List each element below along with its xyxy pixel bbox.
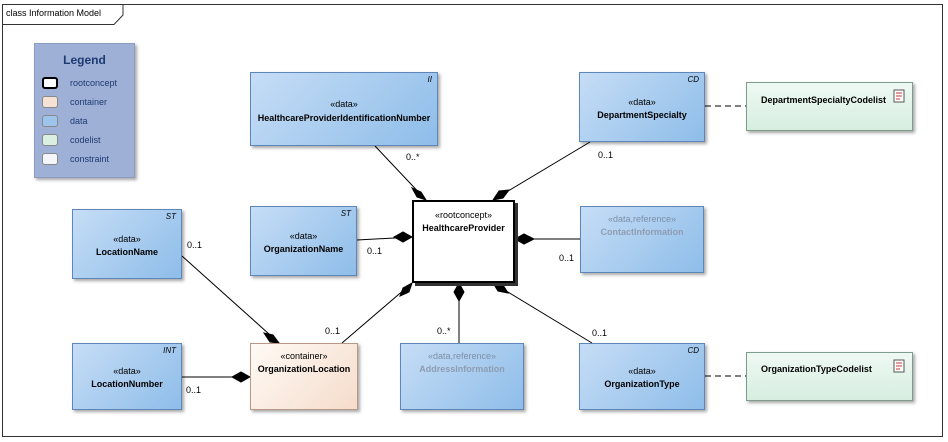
legend-label: rootconcept (70, 78, 118, 88)
frame-border (2, 4, 943, 437)
diamond-location-number (230, 371, 252, 383)
legend-title: Legend (63, 53, 106, 67)
legend-swatch (42, 77, 58, 89)
node-name: ContactInformation (600, 227, 684, 237)
node-name: AddressInformation (419, 364, 505, 374)
node-address-information[interactable]: «data,reference» AddressInformation (400, 343, 524, 410)
diamond-org-location (399, 281, 413, 297)
node-type-tag: INT (163, 346, 176, 355)
legend-label: container (70, 97, 108, 107)
node-organization-type[interactable]: CD «data» OrganizationType (579, 343, 705, 410)
node-stereotype: «data» (113, 366, 141, 376)
multiplicity-id-number: 0..* (406, 152, 420, 162)
node-type-tag: II (427, 75, 432, 84)
node-name: DepartmentSpecialty (597, 110, 687, 120)
legend-swatch (42, 115, 58, 127)
node-stereotype: «data» (113, 234, 141, 244)
node-department-specialty-codelist[interactable]: DepartmentSpecialtyCodelist (746, 82, 913, 131)
legend-label: data (70, 116, 88, 126)
node-healthcare-provider-id-number[interactable]: II «data» HealthcareProviderIdentificati… (250, 72, 438, 146)
node-organization-type-codelist[interactable]: OrganizationTypeCodelist (746, 352, 913, 401)
node-stereotype: «data,reference» (607, 214, 677, 224)
node-stereotype: «data» (330, 99, 358, 109)
legend: Legend rootconcept container data codeli… (34, 43, 135, 178)
multiplicity-contact: 0..1 (559, 253, 575, 263)
node-stereotype: «data,reference» (427, 351, 497, 361)
node-location-name[interactable]: ST «data» LocationName (72, 209, 182, 279)
edge-org-type (492, 282, 593, 344)
node-organization-name[interactable]: ST «data» OrganizationName (250, 206, 357, 276)
node-type-tag: ST (340, 209, 351, 218)
edge-org-location (341, 282, 413, 344)
diagram-frame: class Information Model (2, 4, 943, 437)
node-name: LocationNumber (91, 379, 163, 389)
node-stereotype: «data» (628, 366, 656, 376)
multiplicity-dept-specialty: 0..1 (598, 150, 614, 160)
diagram-title: class Information Model (6, 8, 102, 18)
multiplicity-org-name: 0..1 (367, 246, 383, 256)
node-stereotype: «data» (289, 231, 318, 241)
diamond-contact (513, 233, 536, 245)
node-name: DepartmentSpecialtyCodelist (761, 95, 887, 105)
diamond-id-number (410, 186, 428, 201)
node-healthcare-provider[interactable]: «rootconcept» HealthcareProvider (412, 200, 515, 283)
node-contact-information[interactable]: «data,reference» ContactInformation (580, 206, 704, 273)
multiplicity-org-location: 0..1 (325, 326, 341, 336)
diamond-address (453, 281, 465, 303)
node-organization-location[interactable]: «container» OrganizationLocation (250, 343, 358, 410)
node-name: LocationName (95, 247, 158, 257)
diamond-org-type (491, 282, 510, 294)
codelist-icon (893, 359, 905, 373)
node-stereotype: «container» (280, 351, 328, 361)
legend-swatch (42, 153, 58, 165)
node-location-number[interactable]: INT «data» LocationNumber (72, 343, 182, 410)
node-stereotype: «data» (628, 97, 656, 107)
multiplicity-org-type: 0..1 (592, 328, 608, 338)
node-name: OrganizationLocation (257, 364, 351, 374)
node-name: OrganizationName (263, 244, 344, 254)
legend-label: codelist (70, 135, 101, 145)
node-department-specialty[interactable]: CD «data» DepartmentSpecialty (579, 72, 705, 142)
diamond-org-name (392, 231, 414, 243)
codelist-icon (893, 89, 905, 103)
node-type-tag: CD (687, 346, 699, 355)
multiplicity-address: 0..* (437, 326, 451, 336)
multiplicity-location-name: 0..1 (187, 240, 203, 250)
node-name: OrganizationType (604, 379, 680, 389)
node-name: OrganizationTypeCodelist (761, 364, 872, 374)
node-stereotype: «rootconcept» (434, 210, 493, 220)
node-name: HealthcareProviderIdentificationNumber (257, 113, 431, 123)
node-type-tag: ST (165, 212, 176, 221)
legend-swatch (42, 134, 58, 146)
edge-location-name (181, 255, 280, 344)
diamond-location-name (262, 332, 281, 344)
legend-label: constraint (70, 154, 110, 164)
multiplicity-location-number: 0..1 (186, 385, 202, 395)
legend-swatch (42, 96, 58, 108)
diamond-dept-specialty (491, 189, 511, 201)
node-type-tag: CD (687, 75, 699, 84)
node-name: HealthcareProvider (422, 223, 505, 233)
